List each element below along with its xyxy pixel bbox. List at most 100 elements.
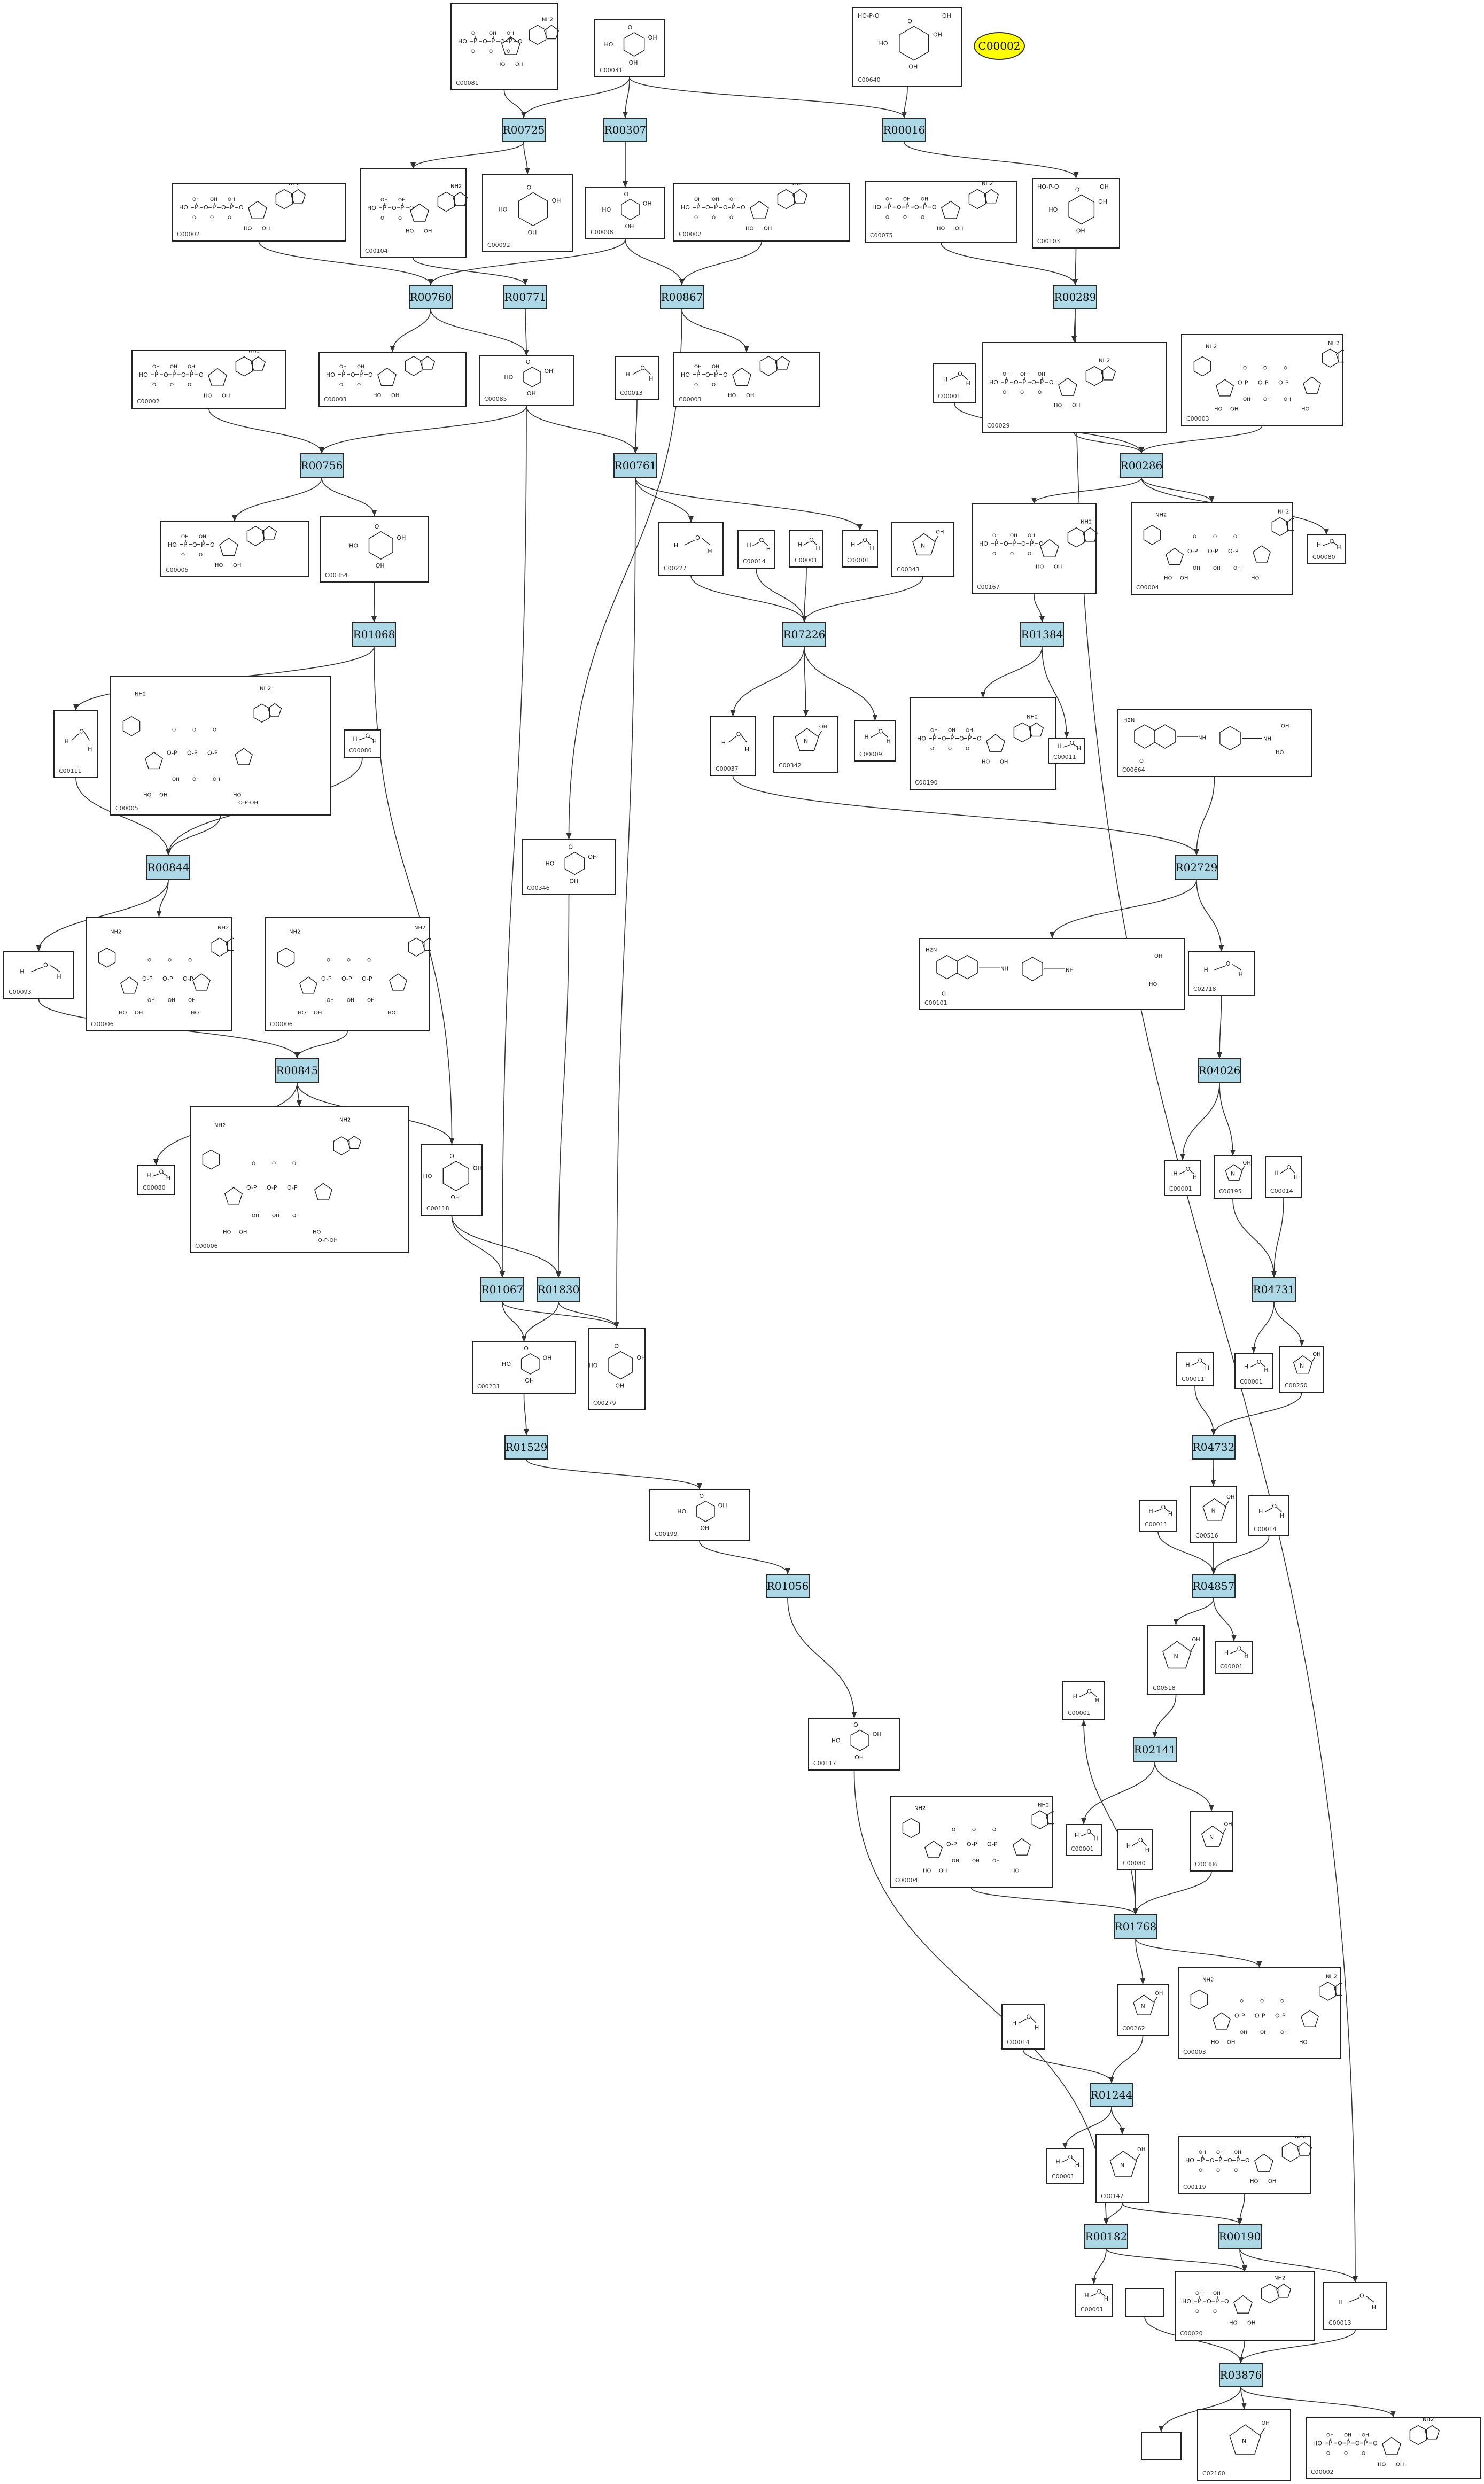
- reaction-node[interactable]: R00182: [1084, 2224, 1128, 2249]
- compound-node[interactable]: HOPOHOOPOHOOHOOHNH2C00005: [160, 521, 309, 577]
- reaction-node[interactable]: R00307: [603, 118, 647, 142]
- reaction-node[interactable]: R01068: [352, 622, 396, 647]
- reaction-node[interactable]: R00844: [146, 855, 190, 880]
- reaction-node[interactable]: R00725: [502, 118, 546, 142]
- reaction-node[interactable]: R01067: [480, 1277, 524, 1302]
- reaction-node[interactable]: R04857: [1192, 1574, 1236, 1598]
- reaction-node[interactable]: R02141: [1133, 1737, 1177, 1762]
- highlight-compound-tag[interactable]: C00002: [974, 32, 1025, 60]
- reaction-node[interactable]: R00190: [1218, 2224, 1262, 2249]
- reaction-node[interactable]: R00761: [613, 453, 657, 478]
- reaction-node[interactable]: R00289: [1053, 285, 1097, 309]
- reaction-node[interactable]: R00756: [300, 453, 344, 478]
- reaction-node[interactable]: R00845: [275, 1058, 319, 1083]
- compound-node[interactable]: [1141, 2432, 1182, 2460]
- compound-node[interactable]: HOPOHOOPOHOOHOOHNH2C00003: [673, 352, 820, 407]
- reaction-node[interactable]: R01384: [1020, 622, 1064, 647]
- reaction-node[interactable]: R00867: [660, 285, 704, 309]
- reaction-node[interactable]: R00760: [409, 285, 453, 309]
- reaction-node[interactable]: R04026: [1198, 1058, 1241, 1083]
- reaction-node[interactable]: R00016: [882, 118, 926, 142]
- reaction-node[interactable]: R01830: [537, 1277, 580, 1302]
- reaction-node[interactable]: R02729: [1175, 855, 1218, 880]
- reaction-node[interactable]: R04732: [1192, 1435, 1236, 1460]
- reaction-node[interactable]: R01529: [504, 1435, 548, 1460]
- reaction-node[interactable]: R00286: [1120, 453, 1163, 478]
- reaction-node[interactable]: R01244: [1090, 2083, 1133, 2107]
- compound-node[interactable]: HOPOHOOPOHOOHOOHNH2C00003: [318, 352, 467, 407]
- reaction-node[interactable]: R07226: [782, 622, 826, 647]
- reaction-node[interactable]: R04731: [1252, 1277, 1296, 1302]
- reaction-node[interactable]: R01056: [766, 1574, 810, 1598]
